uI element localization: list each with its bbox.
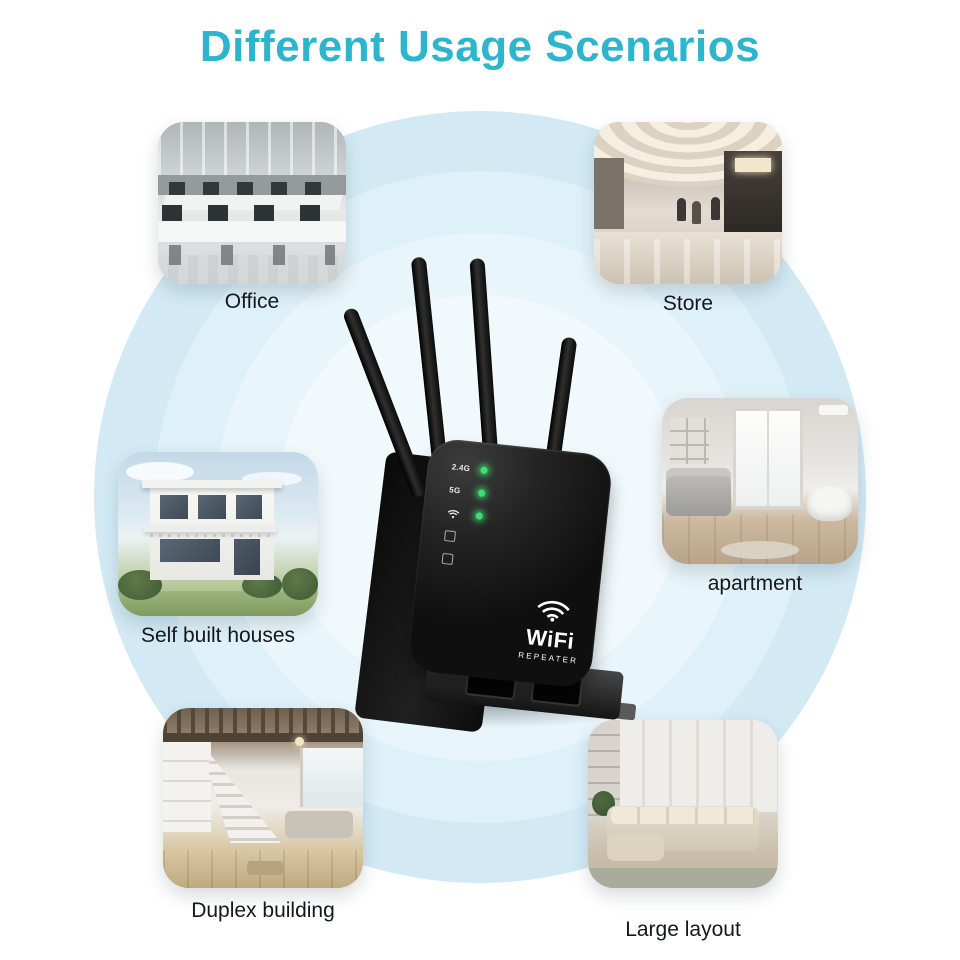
wifi-repeater-device: 2.4G 5G: [318, 248, 663, 748]
store-floor-reflections: [594, 238, 782, 284]
apartment-door-divider: [766, 411, 769, 506]
duplex-loft-edge: [163, 733, 363, 743]
led-dot-green: [480, 466, 488, 475]
scenario-photo-self-built-houses: [118, 452, 318, 616]
wps-icon: [441, 552, 454, 565]
caption-self-built-houses: Self built houses: [140, 624, 296, 647]
apartment-sofa: [665, 476, 731, 516]
store-floor: [594, 232, 782, 284]
device-logo: WiFi REPEATER: [518, 597, 584, 666]
led-dot-green: [475, 512, 484, 520]
duplex-cabinet-wall: [163, 742, 211, 833]
led-row-wps: [441, 551, 478, 570]
store-shopper: [710, 196, 720, 220]
scenario-photo-store: [594, 122, 782, 284]
store-shopper: [676, 198, 686, 222]
led-row-2-4g: 2.4G: [451, 459, 488, 478]
apartment-rug: [720, 540, 800, 560]
house-floor-slab: [144, 525, 276, 533]
led-dot-green: [477, 489, 486, 498]
large-layout-chaise: [607, 834, 664, 862]
scenario-photo-duplex-building: [163, 708, 363, 888]
duplex-sofa: [285, 810, 353, 838]
office-monitors-row: [169, 181, 335, 197]
led-row-lan: [443, 528, 481, 547]
house-bush: [282, 568, 318, 600]
large-layout-wardrobe: [618, 720, 778, 813]
house-window: [160, 538, 220, 562]
office-chairs: [169, 245, 335, 265]
apartment-pet-bed: [807, 485, 853, 521]
caption-store: Store: [662, 292, 714, 315]
apartment-shelf: [669, 417, 710, 465]
led-label-2-4g: 2.4G: [451, 462, 471, 474]
lan-icon: [443, 530, 457, 543]
store-front-left: [594, 157, 625, 229]
wifi-logo-icon: [537, 600, 570, 622]
led-row-5g: 5G: [449, 482, 486, 501]
house-roof-slab: [142, 479, 282, 489]
house-window: [198, 494, 226, 520]
scenario-photo-large-layout: [588, 720, 778, 888]
duplex-window: [300, 747, 363, 807]
office-ceiling: [158, 122, 346, 178]
office-desk-row: [158, 220, 346, 245]
logo-text-wifi: WiFi: [524, 624, 576, 655]
led-row-wifi: [446, 505, 484, 524]
cloud: [126, 461, 194, 482]
caption-duplex-building: Duplex building: [191, 899, 335, 922]
office-monitors-row: [161, 204, 343, 223]
apartment-ac-unit: [818, 404, 849, 415]
duplex-table: [247, 861, 283, 876]
large-layout-sofa-cushions: [610, 807, 756, 825]
scenario-photo-apartment: [662, 398, 858, 564]
house-window: [236, 494, 262, 520]
large-layout-rug: [588, 867, 778, 888]
store-lit-sign: [735, 157, 771, 173]
duplex-staircase: [209, 753, 281, 843]
wifi-icon: [446, 508, 466, 520]
duplex-pendant-lamp: [295, 736, 304, 746]
house-door: [234, 538, 260, 575]
caption-office: Office: [224, 290, 280, 313]
house-window: [160, 494, 188, 520]
caption-apartment: apartment: [707, 572, 803, 595]
store-shopper: [691, 201, 701, 225]
led-indicator-column: 2.4G 5G: [441, 459, 488, 569]
caption-large-layout: Large layout: [625, 918, 741, 941]
led-label-5g: 5G: [448, 485, 462, 496]
house-balcony-rail: [150, 534, 274, 537]
scenario-photo-office: [158, 122, 346, 284]
device-front-panel: 2.4G 5G: [406, 437, 614, 689]
page-title: Different Usage Scenarios: [199, 22, 761, 71]
duplex-loft-railing: [163, 708, 363, 735]
